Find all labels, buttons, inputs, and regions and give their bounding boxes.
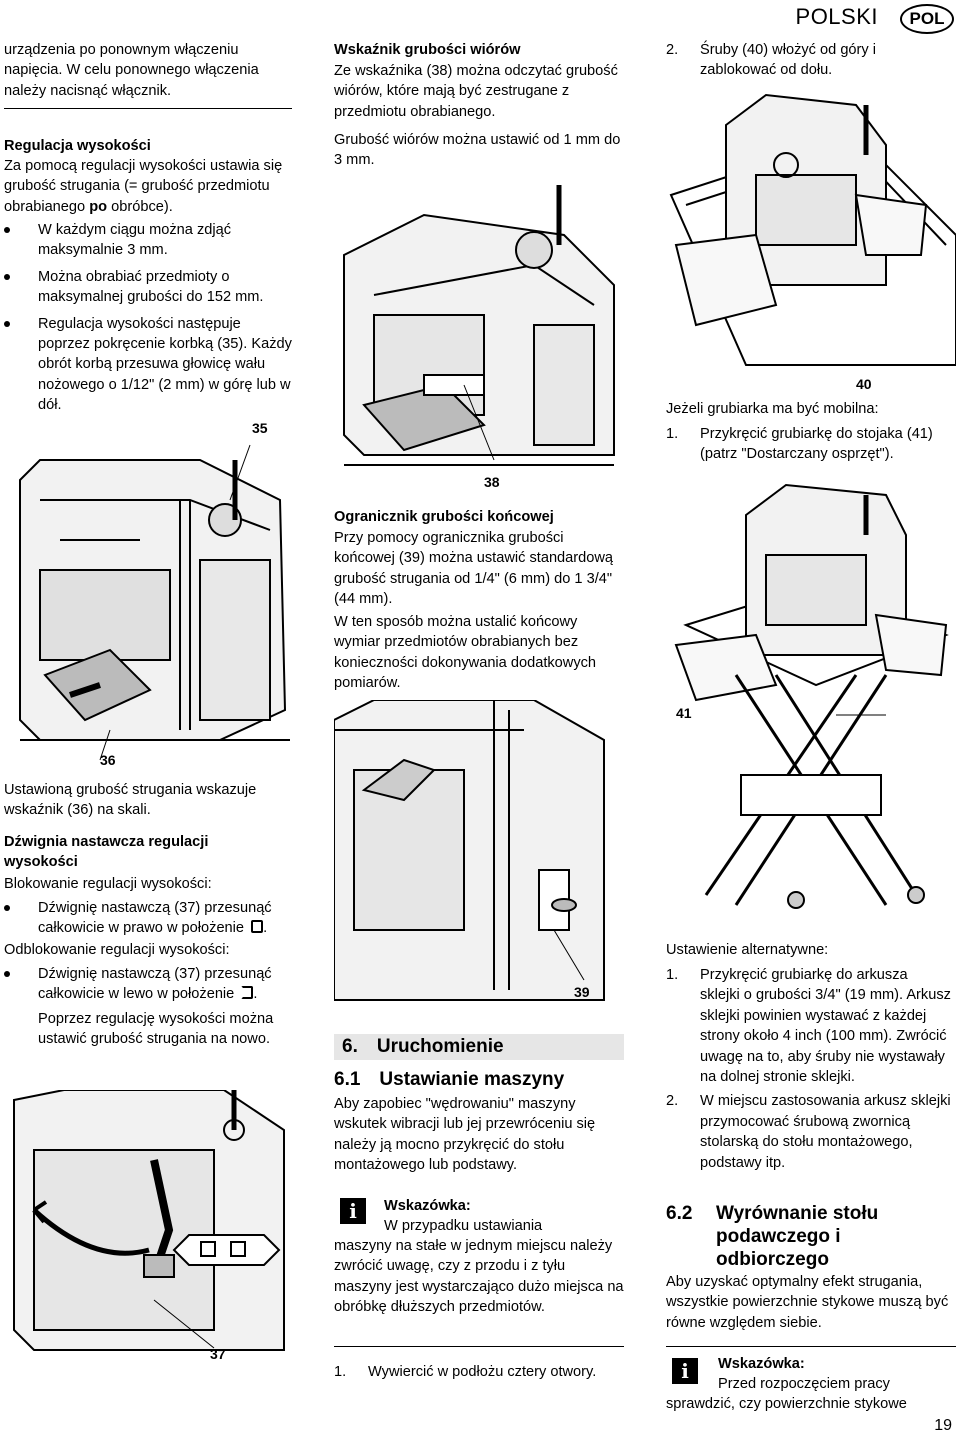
note-title: Wskazówka: bbox=[718, 1356, 805, 1372]
divider bbox=[334, 1346, 624, 1347]
align-text: Aby uzyskać optymalny efekt strugania, w… bbox=[666, 1274, 949, 1331]
list-item: Regulacja wysokości następuje poprzez po… bbox=[4, 314, 294, 416]
unlock-list: Dźwignię nastawczą (37) przesunąć całkow… bbox=[4, 964, 294, 1050]
list-item: 2.W miejscu zastosowania arkusz sklejki … bbox=[666, 1093, 951, 1171]
list-item: Dźwignię nastawczą (37) przesunąć całkow… bbox=[4, 898, 294, 939]
language-label: POLSKI bbox=[795, 4, 878, 29]
note-text-first: Przed rozpoczęciem pracy bbox=[718, 1376, 890, 1392]
figure-crank-illustration bbox=[0, 440, 300, 770]
chip-text-1: Ze wskaźnika (38) można odczytać grubość… bbox=[334, 63, 618, 120]
figure-chip-indicator-illustration bbox=[334, 175, 624, 475]
chip-title: Wskaźnik grubości wiórów bbox=[334, 42, 521, 58]
step-list: 2.Śruby (40) włożyć od góry i zablokować… bbox=[666, 40, 956, 81]
unlock-title: Odblokowanie regulacji wysokości: bbox=[4, 942, 230, 958]
note-text: maszyny na stałe w jednym miejscu należy… bbox=[334, 1238, 624, 1316]
height-title: Regulacja wysokości bbox=[4, 138, 151, 154]
figure-lever-illustration bbox=[4, 1090, 300, 1370]
step-list: 1.Wywiercić w podłożu cztery otwory. bbox=[334, 1362, 624, 1382]
limiter-title: Ogranicznik grubości końcowej bbox=[334, 509, 554, 525]
limiter-text-2: W ten sposób można ustalić końcowy wymia… bbox=[334, 614, 597, 692]
figure-label-37: 37 bbox=[210, 1346, 226, 1362]
lock-title: Blokowanie regulacji wysokości: bbox=[4, 876, 212, 892]
arrow-icon bbox=[172, 1234, 281, 1266]
figure-stand-illustration bbox=[666, 475, 956, 925]
list-item: 1.Wywiercić w podłożu cztery otwory. bbox=[334, 1364, 597, 1380]
figure-label-38: 38 bbox=[484, 474, 500, 490]
note-text: sprawdzić, czy powierzchnie stykowe bbox=[666, 1396, 907, 1412]
setup-text: Aby zapobiec "wędrowaniu" maszyny wskute… bbox=[334, 1096, 596, 1174]
language-badge: POL bbox=[900, 4, 954, 34]
mobile-title: Jeżeli grubiarka ma być mobilna: bbox=[666, 401, 879, 417]
list-item: W każdym ciągu można zdjąć maksymalnie 3… bbox=[4, 220, 294, 261]
divider bbox=[666, 1346, 956, 1347]
lever-title: Dźwignia nastawcza regulacji wysokości bbox=[4, 834, 209, 871]
list-item: 1.Przykręcić grubiarkę do stojaka (41) (… bbox=[666, 426, 933, 463]
alt-title: Ustawienie alternatywne: bbox=[666, 942, 829, 958]
figure-label-39: 39 bbox=[574, 984, 590, 1000]
lock-icon bbox=[251, 920, 264, 934]
intro-text: urządzenia po ponownym włączeniu napięci… bbox=[4, 42, 259, 99]
figure-label-40: 40 bbox=[856, 376, 872, 392]
section-heading-6-1: 6.1 Ustawianie maszyny bbox=[334, 1069, 565, 1090]
section-number-6-2: 6.2 bbox=[666, 1203, 693, 1224]
list-item: 1.Przykręcić grubiarkę do arkusza sklejk… bbox=[666, 967, 951, 1086]
list-item: 2.Śruby (40) włożyć od góry i zablokować… bbox=[666, 42, 877, 79]
figure-thickness-limiter-illustration bbox=[334, 700, 624, 1020]
info-icon: i bbox=[672, 1358, 698, 1384]
scale-text: Ustawioną grubość strugania wskazuje wsk… bbox=[4, 782, 257, 819]
section-heading-6: 6. Uruchomienie bbox=[334, 1034, 624, 1060]
figure-label-35: 35 bbox=[252, 420, 268, 436]
page-number: 19 bbox=[934, 1417, 952, 1434]
alt-list: 1.Przykręcić grubiarkę do arkusza sklejk… bbox=[666, 965, 951, 1173]
note-text-first: W przypadku ustawiania bbox=[384, 1218, 543, 1234]
height-text: Za pomocą regulacji wysokości ustawia si… bbox=[4, 158, 283, 215]
lock-list: Dźwignię nastawczą (37) przesunąć całkow… bbox=[4, 898, 294, 939]
height-bullets: W każdym ciągu można zdjąć maksymalnie 3… bbox=[4, 220, 294, 416]
figure-label-41: 41 bbox=[676, 705, 692, 721]
note-title: Wskazówka: bbox=[384, 1198, 471, 1214]
info-icon: i bbox=[340, 1198, 366, 1224]
figure-bolts-illustration bbox=[666, 85, 956, 375]
figure-label-36: 36 bbox=[100, 752, 116, 768]
list-item: Można obrabiać przedmioty o maksymalnej … bbox=[4, 267, 294, 308]
chip-text-2: Grubość wiórów można ustawić od 1 mm do … bbox=[334, 132, 621, 169]
list-item: Poprzez regulację wysokości można ustawi… bbox=[38, 1010, 274, 1048]
divider bbox=[4, 108, 292, 109]
mobile-list: 1.Przykręcić grubiarkę do stojaka (41) (… bbox=[666, 424, 956, 465]
section-heading-6-2: Wyrównanie stołu podawczego i odbiorczeg… bbox=[716, 1203, 879, 1270]
unlock-icon bbox=[241, 986, 254, 1000]
list-item: Dźwignię nastawczą (37) przesunąć całkow… bbox=[4, 964, 294, 1005]
limiter-text-1: Przy pomocy ogranicznika grubości końcow… bbox=[334, 530, 614, 608]
